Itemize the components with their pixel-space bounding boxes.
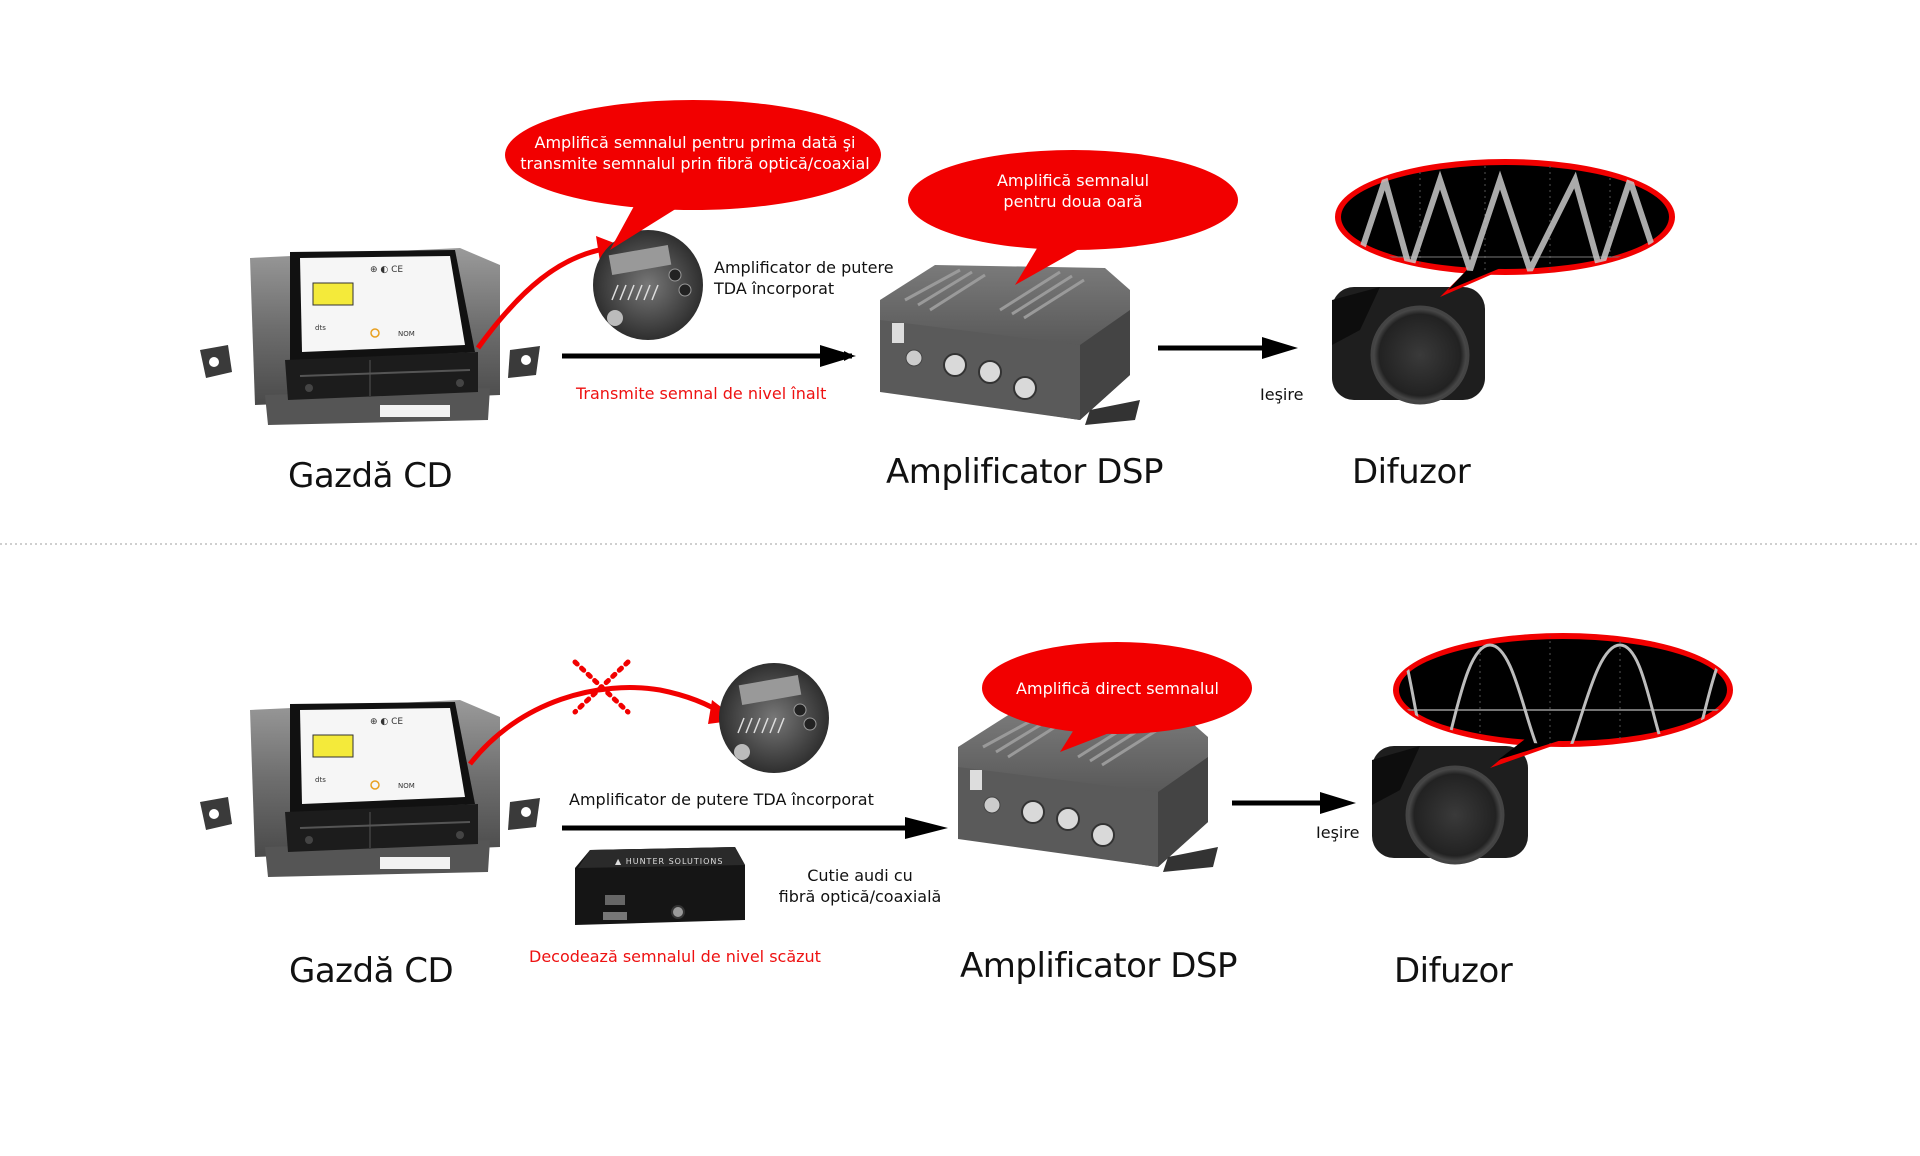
svg-text:⊕ ◐ CE: ⊕ ◐ CE — [370, 717, 403, 727]
speech-bubble-direct-amplification — [982, 642, 1252, 752]
tda-line1: Amplificator de putere — [714, 258, 894, 277]
speech-bubble-second-amplification — [908, 150, 1238, 285]
svg-text:⊕ ◐ CE: ⊕ ◐ CE — [370, 265, 403, 275]
bubble-first-line1: Amplifică semnalul pentru prima dată şi — [534, 133, 856, 152]
blocked-x-icon — [572, 659, 631, 715]
cd-head-unit-top: ⊕ ◐ CE dts NOM — [200, 248, 540, 425]
oscilloscope-bubble-bottom — [1393, 633, 1733, 768]
amp-label-bottom: Amplificator DSP — [960, 946, 1237, 986]
oscilloscope-bubble-top — [1335, 159, 1675, 297]
tda-label-top: Amplificator de putere TDA încorporat — [714, 257, 894, 299]
dsp-amplifier-top — [880, 265, 1140, 425]
tda-chip-image-bottom — [719, 663, 829, 773]
source-label-top: Gazdă CD — [288, 456, 453, 496]
amp-label-top: Amplificator DSP — [886, 452, 1163, 492]
tda-chip-image-top — [593, 230, 703, 340]
output-label-bottom: Ieşire — [1316, 823, 1360, 842]
bubble-direct-text: Amplifică direct semnalul — [1016, 679, 1219, 698]
tda-line2: TDA încorporat — [714, 279, 835, 298]
bubble-second-line2: pentru doua oară — [1003, 192, 1143, 211]
bubble-first-line2: transmite semnalul prin fibră optică/coa… — [520, 154, 870, 173]
speaker-label-top: Difuzor — [1352, 452, 1471, 492]
bubble-second-text: Amplifică semnalul pentru doua oară — [935, 170, 1211, 212]
box-line2: fibră optică/coaxială — [778, 887, 942, 906]
svg-text:NOM: NOM — [398, 782, 415, 790]
svg-text:▲ HUNTER SOLUTIONS: ▲ HUNTER SOLUTIONS — [615, 857, 724, 866]
speaker-image-top — [1332, 287, 1485, 405]
speaker-image-bottom — [1372, 746, 1528, 865]
svg-text:dts: dts — [315, 776, 326, 784]
svg-text:NOM: NOM — [398, 330, 415, 338]
speaker-label-bottom: Difuzor — [1394, 951, 1513, 991]
signal-label-top: Transmite semnal de nivel înalt — [576, 384, 827, 403]
speech-bubble-first-amplification — [505, 100, 881, 250]
fiber-coaxial-audio-box: ▲ HUNTER SOLUTIONS — [575, 847, 745, 925]
tda-label-bottom: Amplificator de putere TDA încorporat — [569, 790, 874, 809]
dsp-amplifier-bottom — [958, 712, 1218, 872]
red-arrow-cd-to-tda-bottom — [468, 685, 738, 766]
audio-box-label: Cutie audi cu fibră optică/coaxială — [760, 865, 960, 907]
cd-head-unit-bottom: ⊕ ◐ CE dts NOM — [200, 700, 540, 877]
svg-text:dts: dts — [315, 324, 326, 332]
signal-label-bottom: Decodează semnalul de nivel scăzut — [529, 947, 821, 966]
box-line1: Cutie audi cu — [807, 866, 913, 885]
bubble-second-line1: Amplifică semnalul — [996, 171, 1150, 190]
source-label-bottom: Gazdă CD — [289, 951, 454, 991]
output-label-top: Ieşire — [1260, 385, 1304, 404]
bubble-first-text: Amplifică semnalul pentru prima dată şi … — [520, 132, 870, 174]
